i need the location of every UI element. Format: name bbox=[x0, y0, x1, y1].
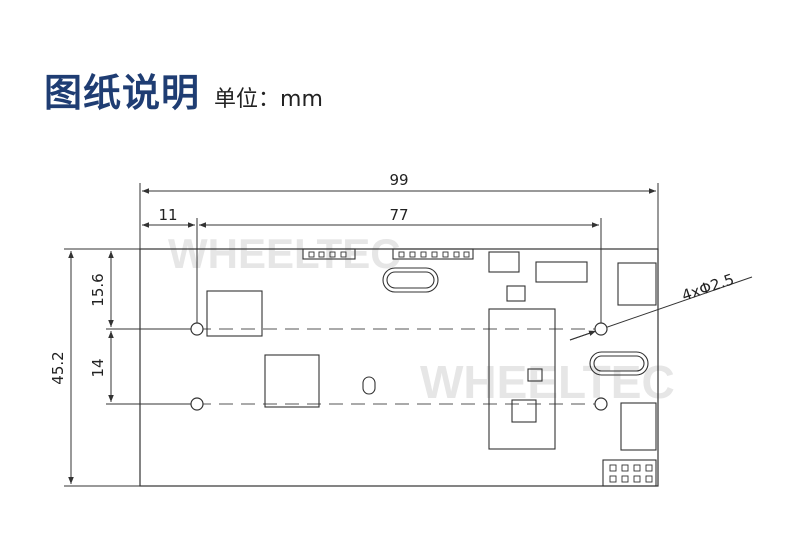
connector-block bbox=[535, 261, 588, 283]
mounting-holes bbox=[190, 322, 608, 411]
oval-slot-top bbox=[382, 267, 439, 293]
page-title: 图纸说明 bbox=[44, 71, 201, 115]
watermark-top: WHEELTEC bbox=[168, 230, 401, 277]
mounting-hole bbox=[594, 397, 608, 411]
chip-left-bottom bbox=[264, 354, 320, 408]
small-oval-slot bbox=[362, 376, 376, 395]
main-module bbox=[488, 308, 556, 450]
unit-label: 单位：mm bbox=[214, 87, 323, 112]
chip-left-top bbox=[206, 290, 263, 337]
switch bbox=[488, 251, 520, 273]
module-part bbox=[527, 368, 543, 382]
hole-callout: 4xΦ2.5 bbox=[679, 270, 736, 305]
callout-arrow bbox=[569, 330, 597, 341]
mounting-hole bbox=[190, 322, 204, 336]
mounting-hole bbox=[190, 397, 204, 411]
dim-hole-offset-x: 11 bbox=[158, 206, 177, 224]
oval-slot-right bbox=[589, 351, 649, 376]
module-part bbox=[511, 399, 537, 423]
jack-top-right bbox=[617, 262, 657, 306]
mounting-hole bbox=[594, 322, 608, 336]
extension-lines bbox=[64, 183, 659, 487]
dim-hole-spacing-x: 77 bbox=[389, 206, 408, 224]
pin-header bbox=[602, 459, 657, 487]
header-connector-2 bbox=[392, 248, 474, 260]
hole-centerlines bbox=[197, 328, 601, 405]
connector-pins bbox=[308, 251, 653, 483]
jack-bottom-right bbox=[620, 402, 657, 451]
dim-overall-width: 99 bbox=[389, 171, 408, 189]
dim-hole-offset-y: 15.6 bbox=[89, 273, 107, 306]
header: 图纸说明 单位：mm bbox=[44, 62, 323, 117]
header-connector-1 bbox=[302, 248, 356, 260]
components bbox=[206, 248, 657, 487]
dim-overall-height: 45.2 bbox=[49, 351, 67, 384]
small-component bbox=[506, 285, 526, 302]
watermark-bottom: WHEELTEC bbox=[420, 356, 675, 408]
dim-hole-spacing-y: 14 bbox=[89, 358, 107, 377]
